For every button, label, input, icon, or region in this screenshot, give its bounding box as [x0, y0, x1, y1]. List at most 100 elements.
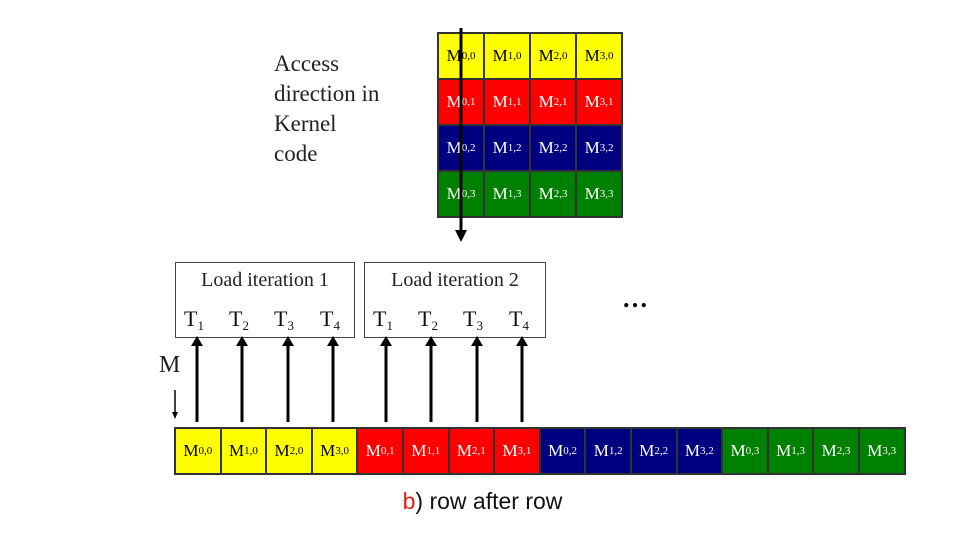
cell-base: M: [456, 441, 473, 460]
cell-base: M: [584, 138, 600, 157]
cell-base: M: [593, 441, 609, 460]
thread-label: T3: [274, 306, 294, 333]
cell-subscript: 3,1: [599, 96, 614, 108]
caption-text: ) row after row: [415, 488, 563, 514]
ellipsis: …: [622, 284, 649, 313]
thread-arrows-iteration-1: [191, 336, 339, 422]
arrow-down-icon: [172, 412, 178, 419]
cell-subscript: 3,3: [882, 445, 897, 457]
cell-base: M: [867, 441, 883, 460]
cell-base: M: [411, 441, 427, 460]
thread-label: T2: [229, 306, 249, 333]
cell-subscript: 1,2: [507, 142, 522, 154]
cell-subscript: 1,0: [507, 50, 522, 62]
cell-subscript: 3,0: [599, 50, 614, 62]
cell-subscript: 1,1: [507, 96, 522, 108]
cell-base: M: [183, 441, 199, 460]
cell-base: M: [821, 441, 837, 460]
memory-label: M: [159, 352, 181, 378]
cell-subscript: 0,0: [461, 50, 476, 62]
cell-base: M: [584, 46, 600, 65]
cell-base: M: [446, 184, 462, 203]
cell-subscript: 1,1: [426, 445, 441, 457]
cell-subscript: 2,3: [836, 445, 851, 457]
cell-subscript: 2,3: [553, 188, 568, 200]
cell-base: M: [548, 441, 564, 460]
cell-subscript: 3,3: [599, 188, 614, 200]
cell-subscript: 0,2: [563, 445, 577, 457]
access-direction-arrowhead-icon: [455, 230, 467, 242]
cell-base: M: [446, 46, 462, 65]
cell-subscript: 2,1: [553, 96, 568, 108]
cell-base: M: [446, 92, 462, 111]
cell-base: M: [446, 138, 462, 157]
thread-label: T4: [509, 306, 529, 333]
thread-arrows-iteration-2: [380, 336, 528, 422]
cell-subscript: 2,0: [289, 445, 304, 457]
figure-caption: b) row after row: [0, 488, 965, 515]
thread-label: T2: [418, 306, 438, 333]
cell-subscript: 1,3: [791, 445, 805, 457]
thread-label: T1: [184, 306, 204, 333]
thread-label: T4: [320, 306, 340, 333]
access-label-line: direction in: [274, 81, 380, 106]
cell-subscript: 2,0: [553, 50, 568, 62]
cell-subscript: 1,0: [244, 445, 258, 457]
load-iteration-1-box: Load iteration 1 T1 T2 T3 T4: [175, 262, 355, 338]
cell-base: M: [684, 441, 701, 460]
access-label-line: Access: [274, 51, 340, 76]
cell-base: M: [492, 138, 508, 157]
load-iteration-1-title: Load iteration 1: [201, 269, 329, 291]
cell-base: M: [538, 138, 554, 157]
cell-base: M: [274, 441, 290, 460]
cell-base: M: [492, 46, 508, 65]
access-label-line: Kernel: [274, 111, 337, 136]
load-iteration-2-box: Load iteration 2 T1 T2 T3 T4: [364, 262, 546, 338]
caption-letter: b: [402, 488, 416, 514]
access-direction-label: Access direction in Kernel code: [274, 49, 379, 169]
cell-subscript: 2,2: [553, 142, 568, 154]
cell-base: M: [538, 46, 554, 65]
cell-subscript: 0,3: [461, 188, 476, 200]
cell-subscript: 0,2: [461, 142, 476, 154]
access-label-line: code: [274, 141, 318, 166]
cell-base: M: [584, 92, 600, 111]
cell-base: M: [320, 441, 336, 460]
cell-base: M: [492, 184, 508, 203]
cell-base: M: [776, 441, 792, 460]
thread-label: T1: [373, 306, 393, 333]
thread-label: T3: [463, 306, 483, 333]
load-iteration-2-title: Load iteration 2: [391, 269, 519, 291]
cell-subscript: 3,0: [335, 445, 350, 457]
cell-subscript: 0,0: [198, 445, 213, 457]
